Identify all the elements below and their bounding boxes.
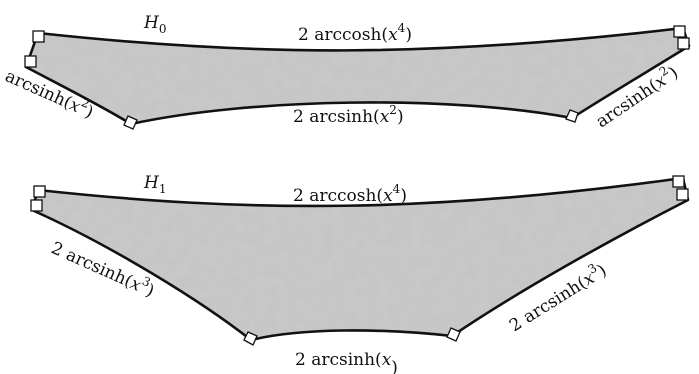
- hexagon-h1-bottom-label: 2 arcsinh(x): [295, 350, 398, 374]
- hexagon-h1-outline: [30, 176, 690, 342]
- hexagon-h0-bottom-label: 2 arcsinh(x2): [293, 103, 404, 127]
- hexagon-h1-right-angle-marks: [30, 175, 689, 346]
- hexagon-h1: [30, 175, 690, 346]
- hexagon-h0-top-label: 2 arccosh(x4): [298, 21, 412, 45]
- hexagon-h0: [24, 25, 691, 130]
- hexagon-h1-top-label: 2 arccosh(x4): [293, 182, 407, 206]
- hexagon-h0-texture: [26, 28, 689, 124]
- hexagon-h0-right-angle-marks: [24, 25, 690, 130]
- hexagon-h1-name: H1: [143, 173, 166, 196]
- hexagon-h0-name: H0: [143, 13, 166, 36]
